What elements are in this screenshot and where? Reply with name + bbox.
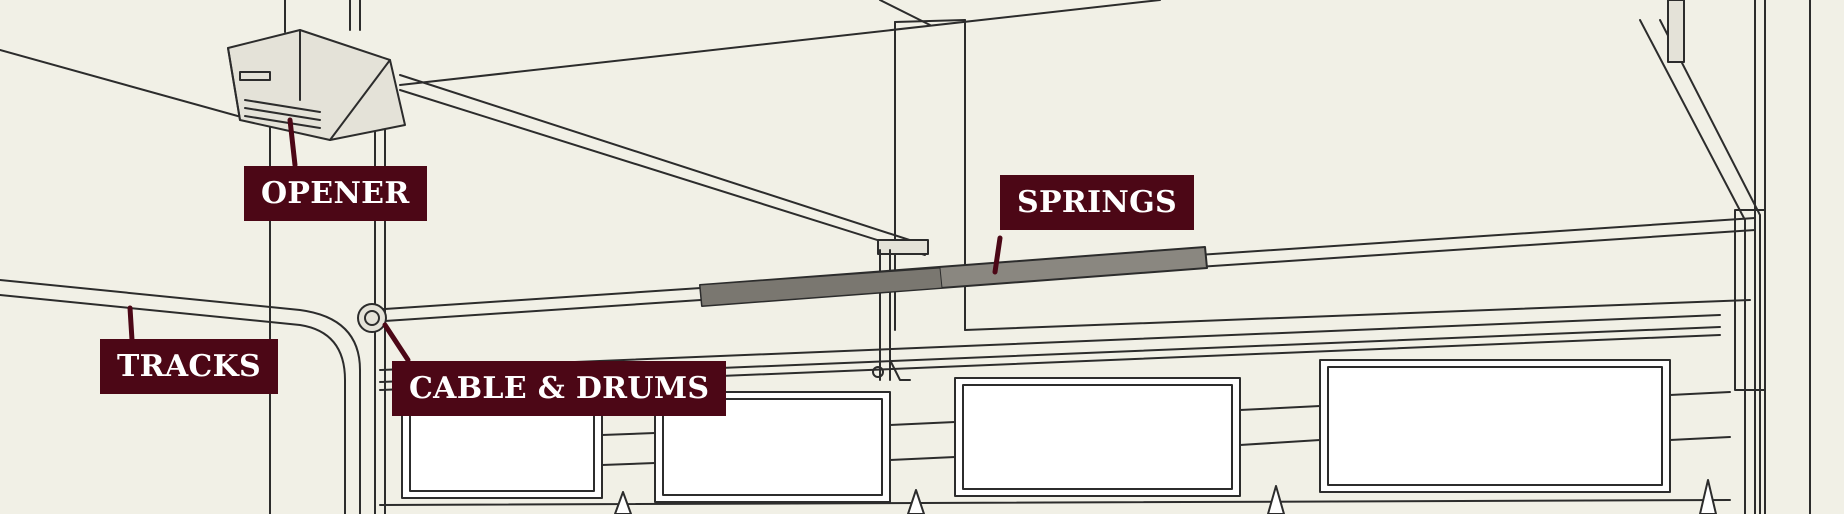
springs-label: SPRINGS	[1000, 175, 1194, 230]
door-hinges	[614, 479, 1717, 514]
opener-label: OPENER	[244, 166, 427, 221]
opener-rail	[399, 74, 929, 381]
right-track	[1639, 0, 1766, 514]
door-panel-lines	[379, 391, 1731, 506]
opener-unit	[227, 0, 406, 168]
cable-drums-label: CABLE & DRUMS	[392, 361, 727, 416]
door-windows	[401, 359, 1671, 503]
cable-drum	[357, 303, 411, 363]
torsion-springs	[699, 235, 1208, 307]
tracks-label: TRACKS	[100, 339, 278, 394]
left-track	[0, 279, 361, 514]
